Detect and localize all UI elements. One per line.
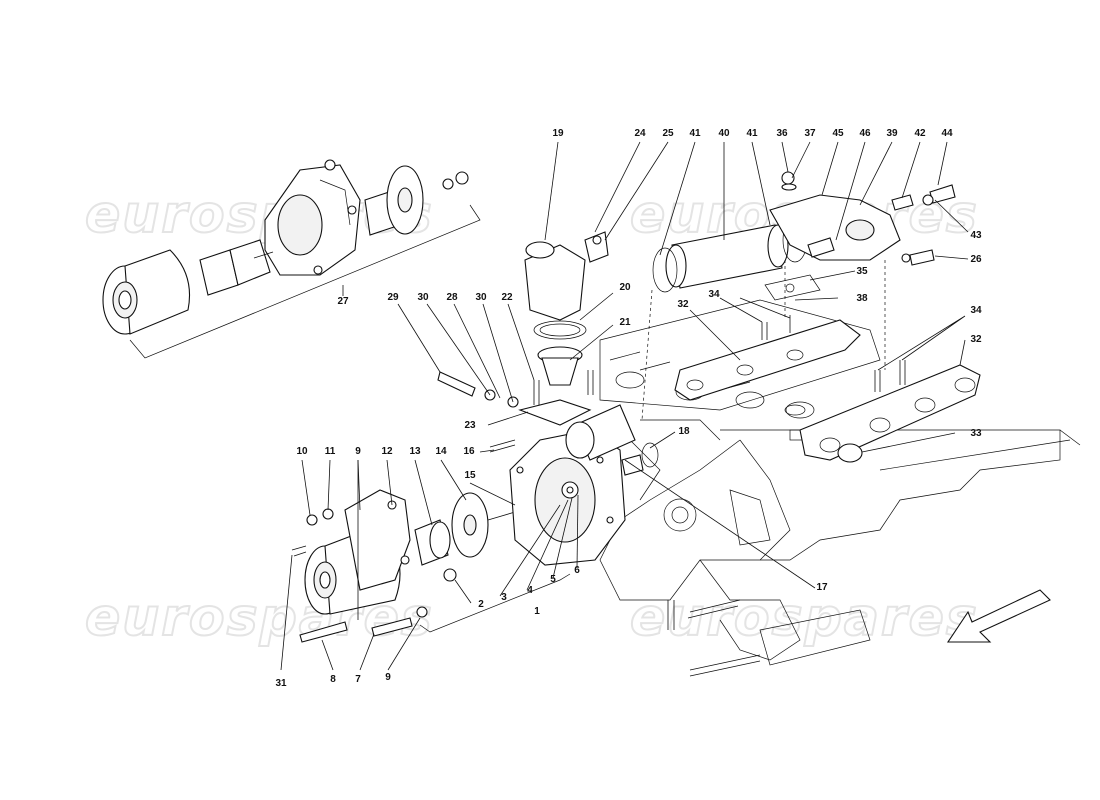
callout-14: 14: [435, 446, 447, 457]
callout-30: 30: [417, 292, 429, 303]
callout-30: 30: [475, 292, 487, 303]
callout-26: 26: [970, 254, 982, 265]
callout-39: 39: [886, 128, 898, 139]
callout-20: 20: [619, 282, 631, 293]
callout-42: 42: [914, 128, 926, 139]
callout-38: 38: [856, 293, 868, 304]
callout-27: 27: [337, 296, 349, 307]
callout-32: 32: [677, 299, 689, 310]
callout-12: 12: [381, 446, 393, 457]
callout-11: 11: [325, 446, 336, 457]
callout-17: 17: [816, 582, 828, 593]
callout-41: 41: [746, 128, 758, 139]
callout-34: 34: [708, 289, 720, 300]
callout-29: 29: [387, 292, 399, 303]
callout-19: 19: [552, 128, 564, 139]
callout-36: 36: [776, 128, 788, 139]
callout-9: 9: [355, 446, 361, 457]
callout-7: 7: [355, 674, 361, 685]
watermark-text-4: eurospares: [630, 588, 979, 648]
leader-lines: [280, 141, 969, 671]
callout-18: 18: [678, 426, 690, 437]
callout-37: 37: [804, 128, 816, 139]
callout-33: 33: [970, 428, 982, 439]
callout-23: 23: [464, 420, 476, 431]
callout-46: 46: [859, 128, 871, 139]
callout-35: 35: [856, 266, 868, 277]
callout-6: 6: [574, 565, 580, 576]
callout-31: 31: [275, 678, 287, 689]
callout-22: 22: [501, 292, 513, 303]
callout-45: 45: [832, 128, 844, 139]
callout-44: 44: [941, 128, 953, 139]
callout-13: 13: [409, 446, 421, 457]
callout-43: 43: [970, 230, 982, 241]
callout-3: 3: [501, 592, 507, 603]
engine-block-outline: [599, 299, 1081, 677]
callout-2: 2: [478, 599, 484, 610]
callout-25: 25: [662, 128, 674, 139]
callout-28: 28: [446, 292, 458, 303]
callout-15: 15: [464, 470, 476, 481]
callout-9: 9: [385, 672, 391, 683]
callout-5: 5: [550, 574, 556, 585]
callout-40: 40: [718, 128, 730, 139]
callout-4: 4: [527, 585, 533, 596]
callout-8: 8: [330, 674, 336, 685]
callout-32: 32: [970, 334, 982, 345]
assembly-27-inset: [102, 159, 481, 359]
callout-10: 10: [296, 446, 308, 457]
water-pump-assembly: [291, 231, 659, 643]
callout-1: 1: [534, 606, 540, 617]
callout-21: 21: [619, 317, 631, 328]
callout-34: 34: [970, 305, 982, 316]
callout-24: 24: [634, 128, 646, 139]
manifold-assembly: [641, 171, 981, 463]
callout-16: 16: [463, 446, 475, 457]
direction-arrow-icon: [946, 589, 1051, 643]
callout-41: 41: [689, 128, 701, 139]
